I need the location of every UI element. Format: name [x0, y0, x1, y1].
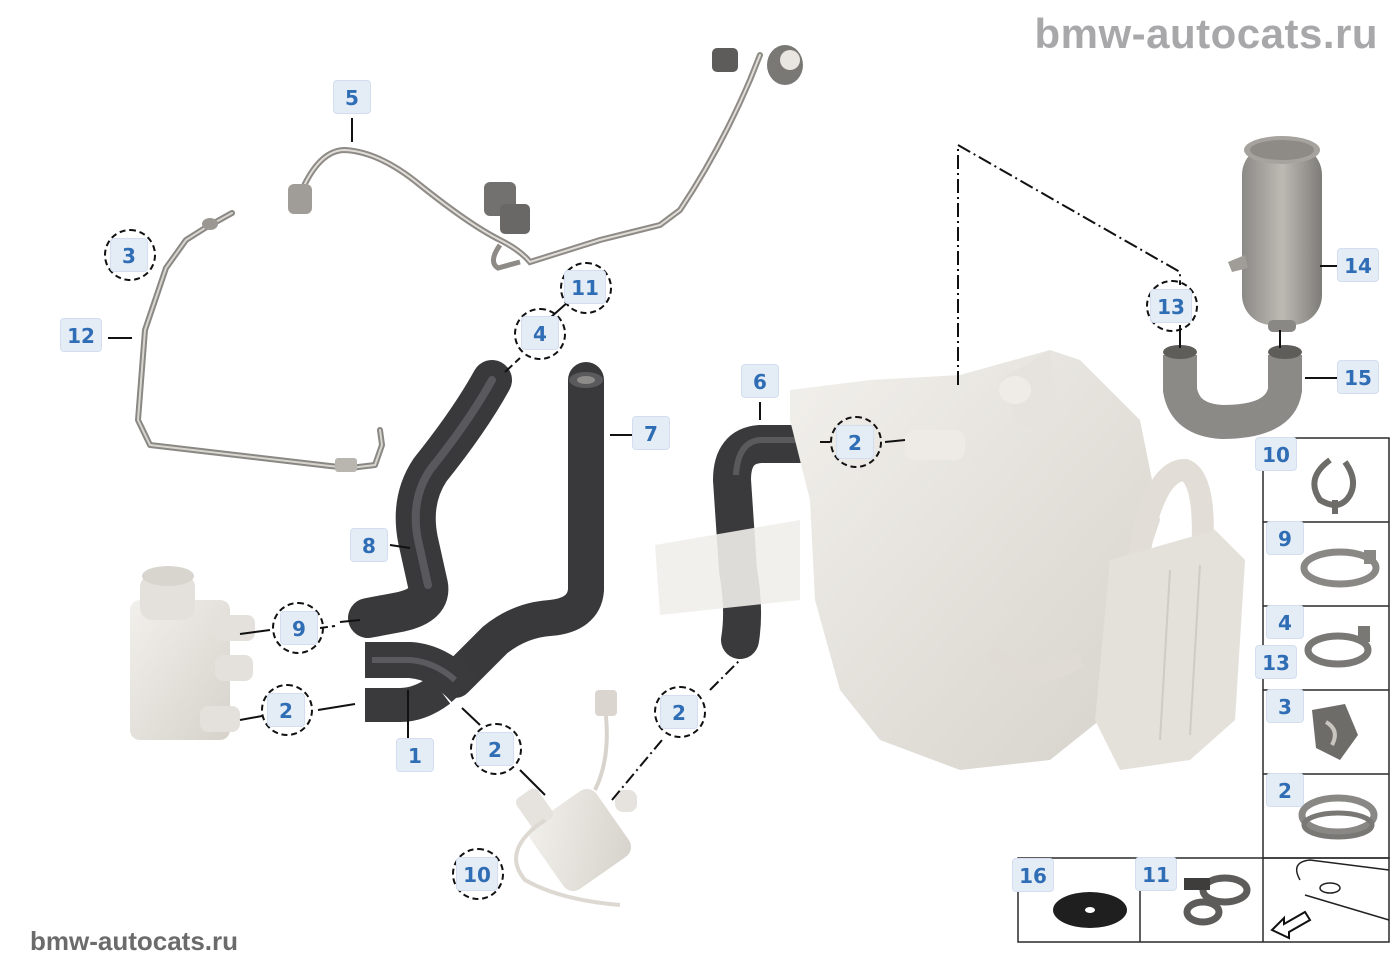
ring-13 [1146, 280, 1198, 332]
pipe-fitting [202, 218, 218, 230]
panel-label-13[interactable]: 13 [1255, 645, 1297, 679]
callout-2-junction[interactable]: 2 [476, 732, 514, 766]
panel-clamp-tab-icon [1304, 626, 1372, 668]
watermark-bottom: bmw-autocats.ru [30, 926, 239, 956]
panel-vehicle-orientation-icon [1270, 859, 1390, 940]
callout-10[interactable]: 10 [456, 857, 498, 891]
callout-7[interactable]: 7 [632, 416, 670, 450]
panel-tape-roll-icon [1053, 892, 1127, 928]
pipe-connector [335, 458, 357, 472]
panel-clip-icon [1311, 457, 1357, 514]
ring-4 [514, 308, 566, 360]
panel-double-clip-icon [1183, 874, 1251, 926]
callout-6[interactable]: 6 [741, 364, 779, 398]
ring-2c [654, 686, 706, 738]
filter-part-14 [1228, 136, 1322, 332]
callout-3[interactable]: 3 [110, 238, 148, 272]
connector-top-1 [712, 48, 738, 72]
ring-10 [452, 848, 504, 900]
callout-14[interactable]: 14 [1337, 248, 1379, 282]
heater-unit [655, 350, 1245, 770]
panel-hose-clamp-2-icon [1298, 794, 1378, 840]
hose-part-1 [365, 642, 479, 722]
panel-label-3[interactable]: 3 [1266, 689, 1304, 723]
callout-2-heater[interactable]: 2 [836, 425, 874, 459]
callout-2-pump[interactable]: 2 [660, 695, 698, 729]
pipe-part-12 [135, 210, 385, 472]
ring-3 [104, 229, 156, 281]
callout-2-valve[interactable]: 2 [267, 693, 305, 727]
connector-left [288, 184, 312, 214]
watermark-top: bmw-autocats.ru [1034, 10, 1378, 57]
panel-spring-nut-icon [1312, 704, 1358, 760]
ring-2a [261, 684, 313, 736]
panel-label-10[interactable]: 10 [1255, 437, 1297, 471]
hose-part-7 [437, 362, 604, 698]
pump-part-10 [514, 690, 637, 907]
callout-1[interactable]: 1 [396, 738, 434, 772]
callout-11[interactable]: 11 [564, 270, 606, 304]
connector-block-2 [500, 204, 530, 234]
ring-9 [272, 602, 324, 654]
u-hose-part-15 [1163, 345, 1302, 440]
hose-part-6 [713, 425, 824, 659]
ring-2b [470, 723, 522, 775]
ring-11 [560, 262, 612, 314]
leader-lines [108, 118, 1338, 801]
hose-part-8 [348, 360, 512, 638]
panel-label-2[interactable]: 2 [1266, 773, 1304, 807]
callout-9[interactable]: 9 [280, 611, 318, 645]
panel-hose-clamp-9-icon [1300, 548, 1380, 588]
panel-label-16[interactable]: 16 [1012, 858, 1054, 892]
wire-harness-part-5 [288, 45, 803, 271]
callout-12[interactable]: 12 [60, 318, 102, 352]
ring-2d [830, 416, 882, 468]
callout-5[interactable]: 5 [333, 80, 371, 114]
panel-label-4[interactable]: 4 [1266, 605, 1304, 639]
callout-15[interactable]: 15 [1337, 360, 1379, 394]
callout-4[interactable]: 4 [521, 316, 559, 350]
callout-13[interactable]: 13 [1150, 289, 1192, 323]
panel-label-9[interactable]: 9 [1266, 521, 1304, 555]
panel-label-11[interactable]: 11 [1135, 857, 1177, 891]
valve-part [130, 566, 255, 740]
callout-8[interactable]: 8 [350, 528, 388, 562]
